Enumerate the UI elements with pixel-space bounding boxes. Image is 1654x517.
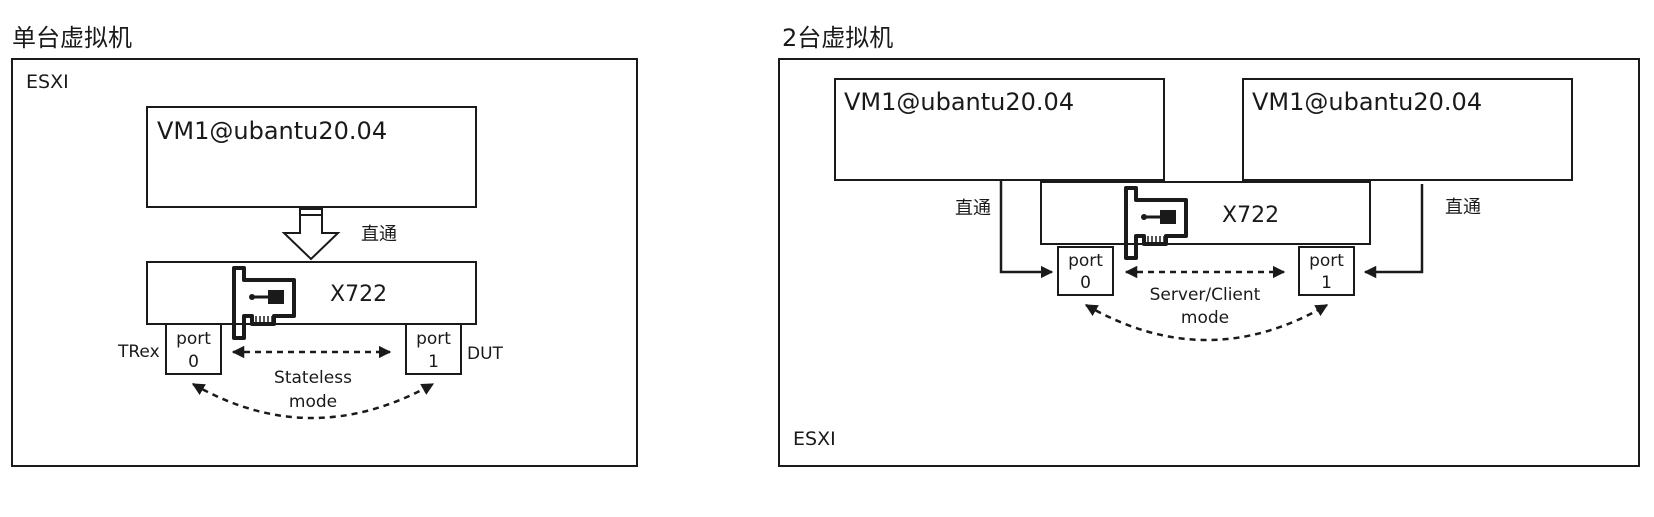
left-port1-number: 1 [428, 352, 439, 372]
right-esxi-label: ESXI [793, 428, 836, 450]
left-port0-number: 0 [188, 352, 199, 372]
left-panel-title: 单台虚拟机 [12, 24, 132, 52]
left-esxi-box [11, 58, 638, 467]
right-vm-b-label: VM1@ubantu20.04 [1252, 88, 1482, 116]
right-passthrough-b-label: 直通 [1445, 197, 1481, 218]
left-nic-label: X722 [330, 282, 387, 307]
left-trex-label: TRex [117, 342, 160, 362]
left-nic-card-icon [232, 266, 296, 340]
left-dut-label: DUT [467, 344, 504, 364]
left-mode-line2: mode [289, 392, 337, 412]
right-esxi-box [778, 58, 1640, 467]
left-port1-box [405, 323, 462, 375]
right-mode-line2: mode [1181, 308, 1229, 328]
right-vm-a-box [834, 78, 1165, 181]
right-mode-line1: Server/Client [1150, 285, 1261, 305]
right-nic-box [1040, 181, 1371, 245]
left-vm-box [146, 106, 477, 208]
right-nic-label: X722 [1222, 203, 1279, 228]
right-port1-number: 1 [1321, 273, 1332, 293]
left-mode-line1: Stateless [274, 368, 352, 388]
right-port1-box [1298, 246, 1355, 296]
right-vm-b-box [1242, 78, 1573, 181]
right-panel-title: 2台虚拟机 [782, 24, 894, 52]
right-port0-box [1057, 246, 1114, 296]
right-port0-number: 0 [1080, 273, 1091, 293]
left-vm-label: VM1@ubantu20.04 [157, 117, 387, 145]
passthrough-arrow-icon [281, 208, 341, 261]
left-esxi-label: ESXI [26, 71, 69, 93]
right-passthrough-a-connector [999, 180, 1054, 279]
left-passthrough-label: 直通 [361, 224, 397, 245]
left-port1-label: port [416, 329, 451, 349]
left-port0-label: port [176, 329, 211, 349]
right-port1-label: port [1309, 251, 1344, 271]
right-passthrough-a-label: 直通 [955, 198, 991, 219]
right-port0-label: port [1068, 251, 1103, 271]
left-port0-box [165, 323, 222, 375]
right-passthrough-b-connector [1363, 184, 1424, 279]
right-loop-arrow [1084, 303, 1329, 342]
left-nic-box [146, 261, 477, 325]
right-vm-a-label: VM1@ubantu20.04 [844, 88, 1074, 116]
left-loop-arrow [191, 382, 435, 420]
